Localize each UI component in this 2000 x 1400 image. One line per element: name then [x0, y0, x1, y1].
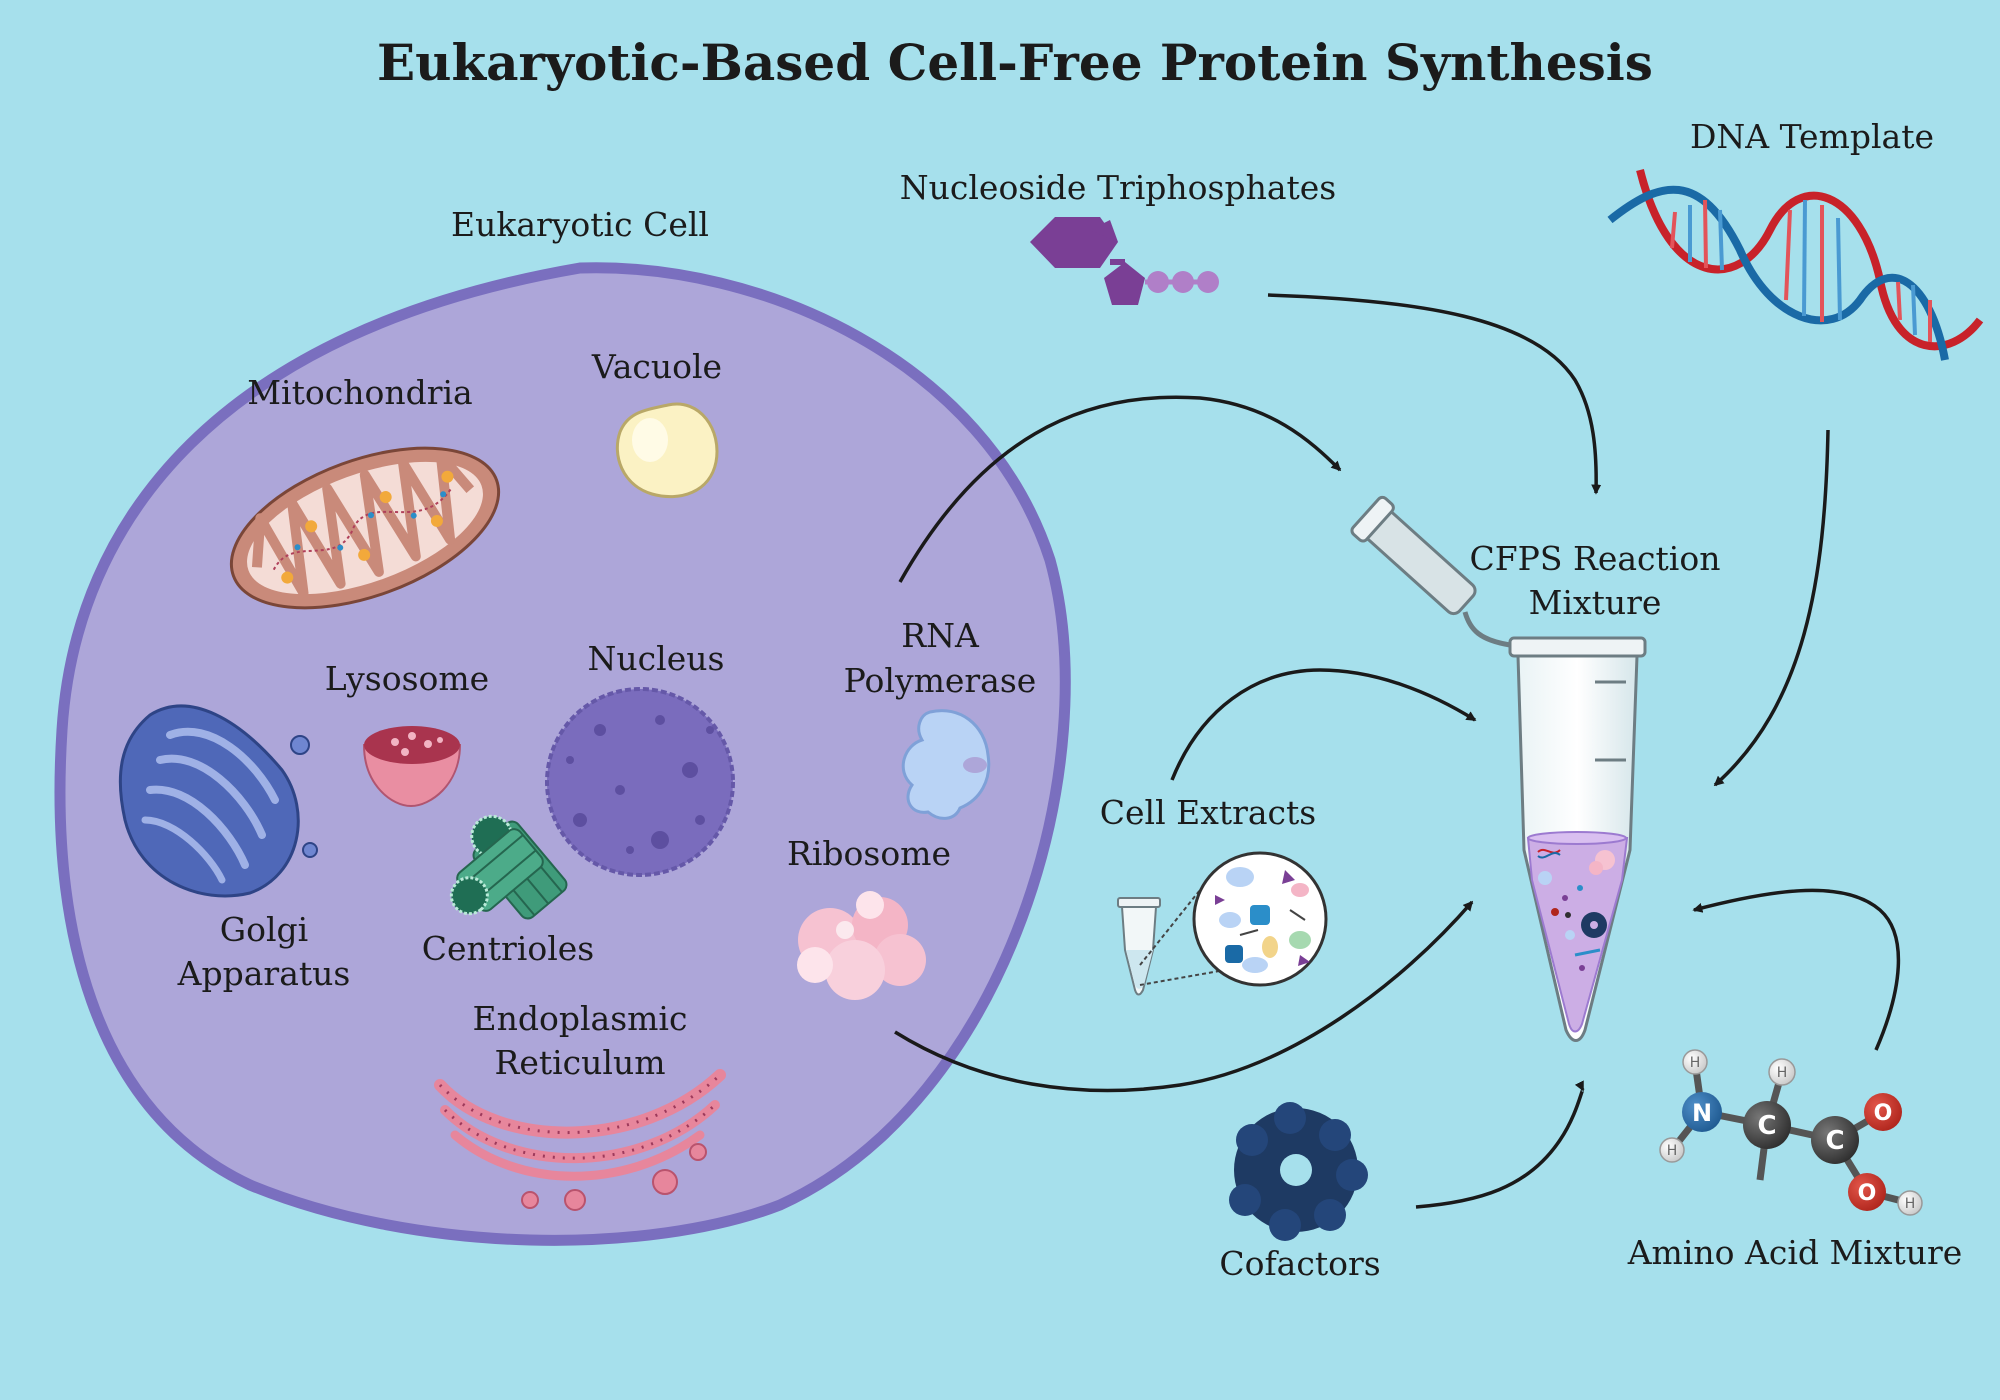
hydrogen-atom-label: H [1690, 1055, 1701, 1071]
centrioles-icon [449, 814, 568, 920]
cell-extracts-icon [1117, 851, 1328, 996]
cfps-label-line2: Mixture [1529, 583, 1662, 622]
diagram-title: Eukaryotic-Based Cell-Free Protein Synth… [377, 33, 1653, 92]
endoplasmic-reticulum-icon [434, 1069, 726, 1211]
cfps-label-line1: CFPS Reaction [1470, 539, 1721, 578]
cofactors-label: Cofactors [1219, 1244, 1380, 1283]
centrioles-label: Centrioles [422, 929, 595, 968]
hydrogen-atom-label: H [1905, 1196, 1916, 1212]
cfps-reaction-tube-icon [1350, 495, 1647, 1042]
golgi-label-line2: Apparatus [177, 954, 351, 993]
mitochondria-label: Mitochondria [247, 373, 472, 412]
arrow-cofactors-to-cfps [1415, 1080, 1585, 1209]
nitrogen-atom-label: N [1692, 1099, 1712, 1127]
er-label-line2: Reticulum [494, 1043, 665, 1082]
eukaryotic-cell-label: Eukaryotic Cell [451, 205, 709, 244]
oxygen-atom-label: O [1858, 1181, 1877, 1206]
cell-extracts-label: Cell Extracts [1100, 793, 1316, 832]
flow-arrows [894, 293, 1901, 1209]
dna-template-icon [1607, 169, 1984, 361]
golgi-label-line1: Golgi [220, 910, 308, 949]
vacuole-label: Vacuole [591, 347, 722, 386]
arrow-ntp-to-cfps [1267, 293, 1602, 495]
rna-polymerase-label-line1: RNA [901, 616, 980, 655]
ribosome-label: Ribosome [787, 834, 951, 873]
arrow-amino-acids-to-cfps [1692, 888, 1901, 1051]
carbon-atom-label: C [1825, 1126, 1844, 1156]
nucleus-label: Nucleus [588, 639, 725, 678]
arrow-rna-polymerase-to-cfps [898, 395, 1342, 583]
arrow-ribosome-to-cfps [894, 900, 1474, 1093]
amino-acid-mixture-label: Amino Acid Mixture [1627, 1233, 1963, 1272]
arrow-dna-to-cfps [1713, 429, 1830, 787]
hydrogen-atom-label: H [1777, 1065, 1788, 1081]
arrow-cell-extracts-to-cfps [1170, 668, 1477, 781]
rna-polymerase-icon [901, 709, 991, 820]
oxygen-atom-label: O [1874, 1101, 1893, 1126]
nucleus-icon [545, 687, 735, 877]
er-label-line1: Endoplasmic [473, 999, 688, 1038]
golgi-apparatus-icon [118, 704, 318, 898]
ribosome-icon [797, 891, 926, 1000]
dna-template-label: DNA Template [1690, 117, 1934, 156]
amino-acid-molecule-icon: H H H H N C C O O [1659, 1049, 1923, 1216]
carbon-atom-label: C [1757, 1111, 1776, 1141]
nucleoside-triphosphate-icon [1030, 217, 1219, 305]
rna-polymerase-label-line2: Polymerase [844, 661, 1037, 700]
ntp-label: Nucleoside Triphosphates [900, 168, 1337, 207]
vacuole-icon [615, 402, 719, 499]
lysosome-label: Lysosome [325, 659, 489, 698]
mitochondria-icon [229, 446, 501, 610]
hydrogen-atom-label: H [1667, 1143, 1678, 1159]
lysosome-icon [362, 726, 462, 808]
cofactors-icon [1229, 1102, 1368, 1241]
